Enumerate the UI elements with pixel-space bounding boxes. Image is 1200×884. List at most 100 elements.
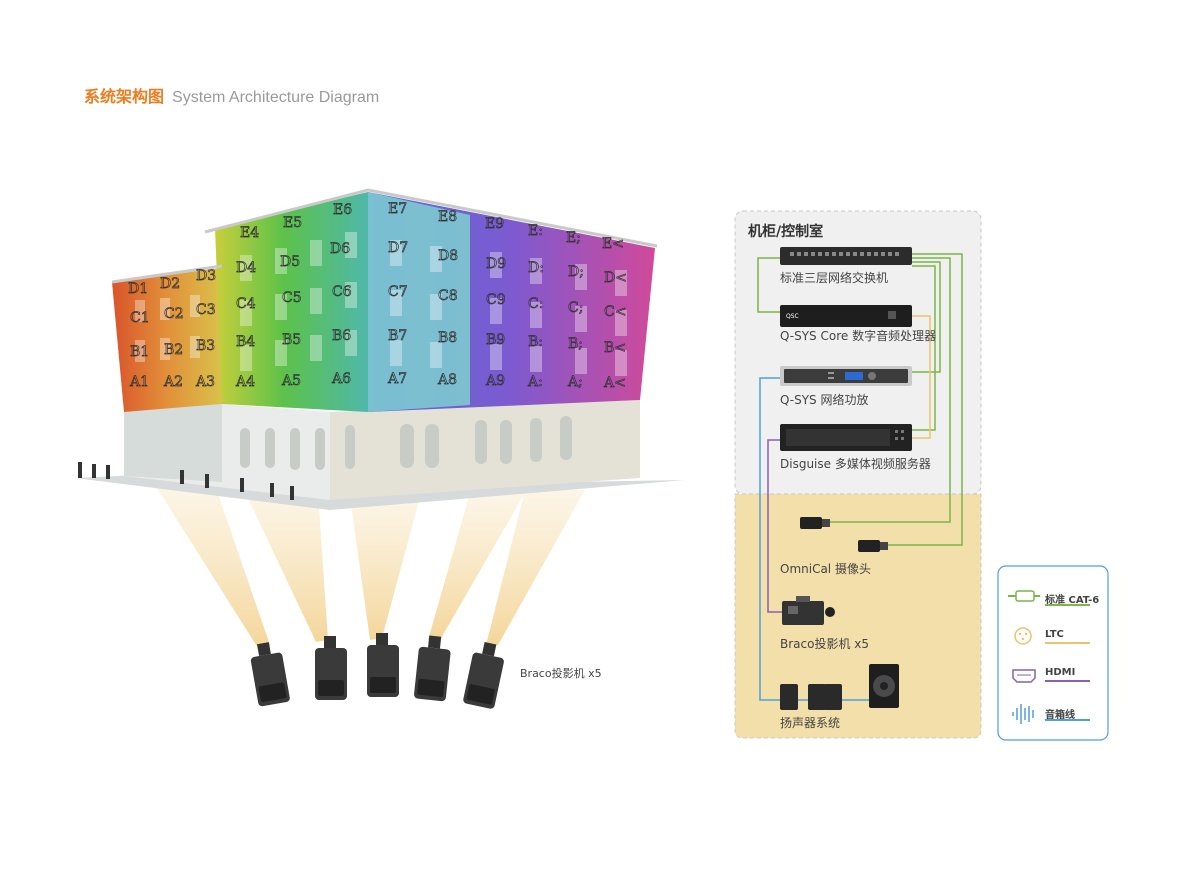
zone-label: D7 <box>388 240 408 256</box>
hdmi-icon <box>1012 669 1036 683</box>
zone-label: B1 <box>130 344 149 360</box>
zone-label: E: <box>528 223 543 239</box>
connection-lines <box>757 253 963 701</box>
page-title: 系统架构图 System Architecture Diagram <box>84 83 379 107</box>
zone-label: A; <box>567 374 583 390</box>
projector-icon <box>463 642 504 709</box>
zone-label: B< <box>604 340 626 356</box>
legend-label-cat6: 标准 CAT-6 <box>1045 595 1100 606</box>
qsys-core-icon: QSC <box>780 305 912 327</box>
zone-label: B7 <box>388 328 407 344</box>
subwoofer-icon <box>869 664 899 708</box>
qsys-amplifier-icon <box>780 366 912 386</box>
zone-label: D2 <box>160 276 180 292</box>
zone-label: C7 <box>388 284 408 300</box>
legend-label-hdmi: HDMI <box>1045 667 1076 678</box>
zone-label: A< <box>603 375 626 391</box>
projector-icon <box>782 596 835 625</box>
rack-panel <box>734 210 982 739</box>
camera-icon <box>858 540 888 552</box>
projector-group <box>250 633 504 709</box>
zone-label: D5 <box>280 254 300 270</box>
zone-label: A1 <box>129 374 149 390</box>
zone-label: D4 <box>236 260 256 276</box>
zone-label: C9 <box>486 292 506 308</box>
network-switch-icon <box>780 247 912 265</box>
speaker-icon <box>780 684 842 710</box>
xlr-connector-icon <box>1014 627 1032 645</box>
zone-label: A2 <box>163 374 183 390</box>
zone-label: E8 <box>438 209 457 225</box>
zone-label: B5 <box>282 332 301 348</box>
zone-label: D9 <box>486 256 506 272</box>
zone-label: B6 <box>332 328 351 344</box>
zone-label: B9 <box>486 332 505 348</box>
projection-beams <box>155 485 585 648</box>
zone-label: E6 <box>333 202 352 218</box>
disguise-server-label: Disguise 多媒体视频服务器 <box>780 457 931 471</box>
rack-title: 机柜/控制室 <box>748 224 824 240</box>
zone-label: E< <box>602 236 624 252</box>
zone-label: B; <box>568 336 583 352</box>
zone-label: E; <box>566 230 581 246</box>
building-illustration <box>75 188 685 510</box>
zone-label: B2 <box>164 342 183 358</box>
zone-label: C< <box>604 304 626 320</box>
zone-label: B3 <box>196 338 215 354</box>
legend-panel <box>997 565 1109 741</box>
projector-icon <box>414 635 451 702</box>
zone-label: A9 <box>485 373 505 389</box>
qsys-amplifier-label: Q-SYS 网络功放 <box>780 393 869 407</box>
disguise-server-icon <box>780 424 912 451</box>
projector-system-label: Braco投影机 x5 <box>780 637 870 651</box>
zone-label: A5 <box>281 373 301 389</box>
zone-label: D; <box>568 264 584 280</box>
camera-label: OmniCal 摄像头 <box>780 562 871 576</box>
audio-wave-icon <box>1012 704 1034 724</box>
network-switch-label: 标准三层网络交换机 <box>780 271 889 285</box>
zone-label: B8 <box>438 330 457 346</box>
zone-label: C3 <box>196 302 216 318</box>
ethernet-cable-icon <box>1008 590 1040 602</box>
zone-label: C2 <box>164 306 184 322</box>
zone-label: D6 <box>330 241 350 257</box>
zone-label: A: <box>527 374 543 390</box>
zone-label: C4 <box>236 296 256 312</box>
zone-label: A7 <box>387 371 407 387</box>
legend-label-speaker-cable: 音箱线 <box>1045 710 1075 721</box>
zone-label: B: <box>528 334 543 350</box>
title-english: System Architecture Diagram <box>172 89 380 106</box>
qsys-core-label: Q-SYS Core 数字音频处理器 <box>780 329 937 343</box>
zone-label: A3 <box>195 374 215 390</box>
zone-label: D8 <box>438 248 458 264</box>
zone-label: D< <box>604 270 627 286</box>
zone-label: C; <box>568 300 583 316</box>
zone-labels: E4 E5 E6 E7 E8 E9 E: E; E< D1 D2 D3 D4 D… <box>128 201 628 392</box>
legend-label-ltc: LTC <box>1045 629 1064 640</box>
projector-icon <box>315 636 347 700</box>
projector-label: Braco投影机 x5 <box>520 667 602 680</box>
zone-label: E7 <box>388 201 407 217</box>
zone-label: D: <box>528 260 544 276</box>
zone-label: C5 <box>282 290 302 306</box>
projector-icon <box>367 633 399 697</box>
zone-label: E9 <box>485 216 504 232</box>
zone-label: D3 <box>196 268 216 284</box>
zone-label: A6 <box>331 371 351 387</box>
zone-label: A4 <box>235 374 255 390</box>
camera-icon <box>800 517 830 529</box>
zone-label: B4 <box>236 334 255 350</box>
zone-label: E5 <box>283 215 302 231</box>
zone-label: C: <box>528 296 543 312</box>
projector-icon <box>250 642 290 707</box>
zone-label: C1 <box>130 310 150 326</box>
brand-label: QSC <box>786 313 799 320</box>
zone-label: D1 <box>128 281 148 297</box>
title-chinese: 系统架构图 <box>84 87 165 106</box>
speaker-system-label: 扬声器系统 <box>780 716 841 730</box>
zone-label: C6 <box>332 284 352 300</box>
zone-label: C8 <box>438 288 458 304</box>
zone-label: A8 <box>437 372 457 388</box>
zone-label: E4 <box>240 225 259 241</box>
